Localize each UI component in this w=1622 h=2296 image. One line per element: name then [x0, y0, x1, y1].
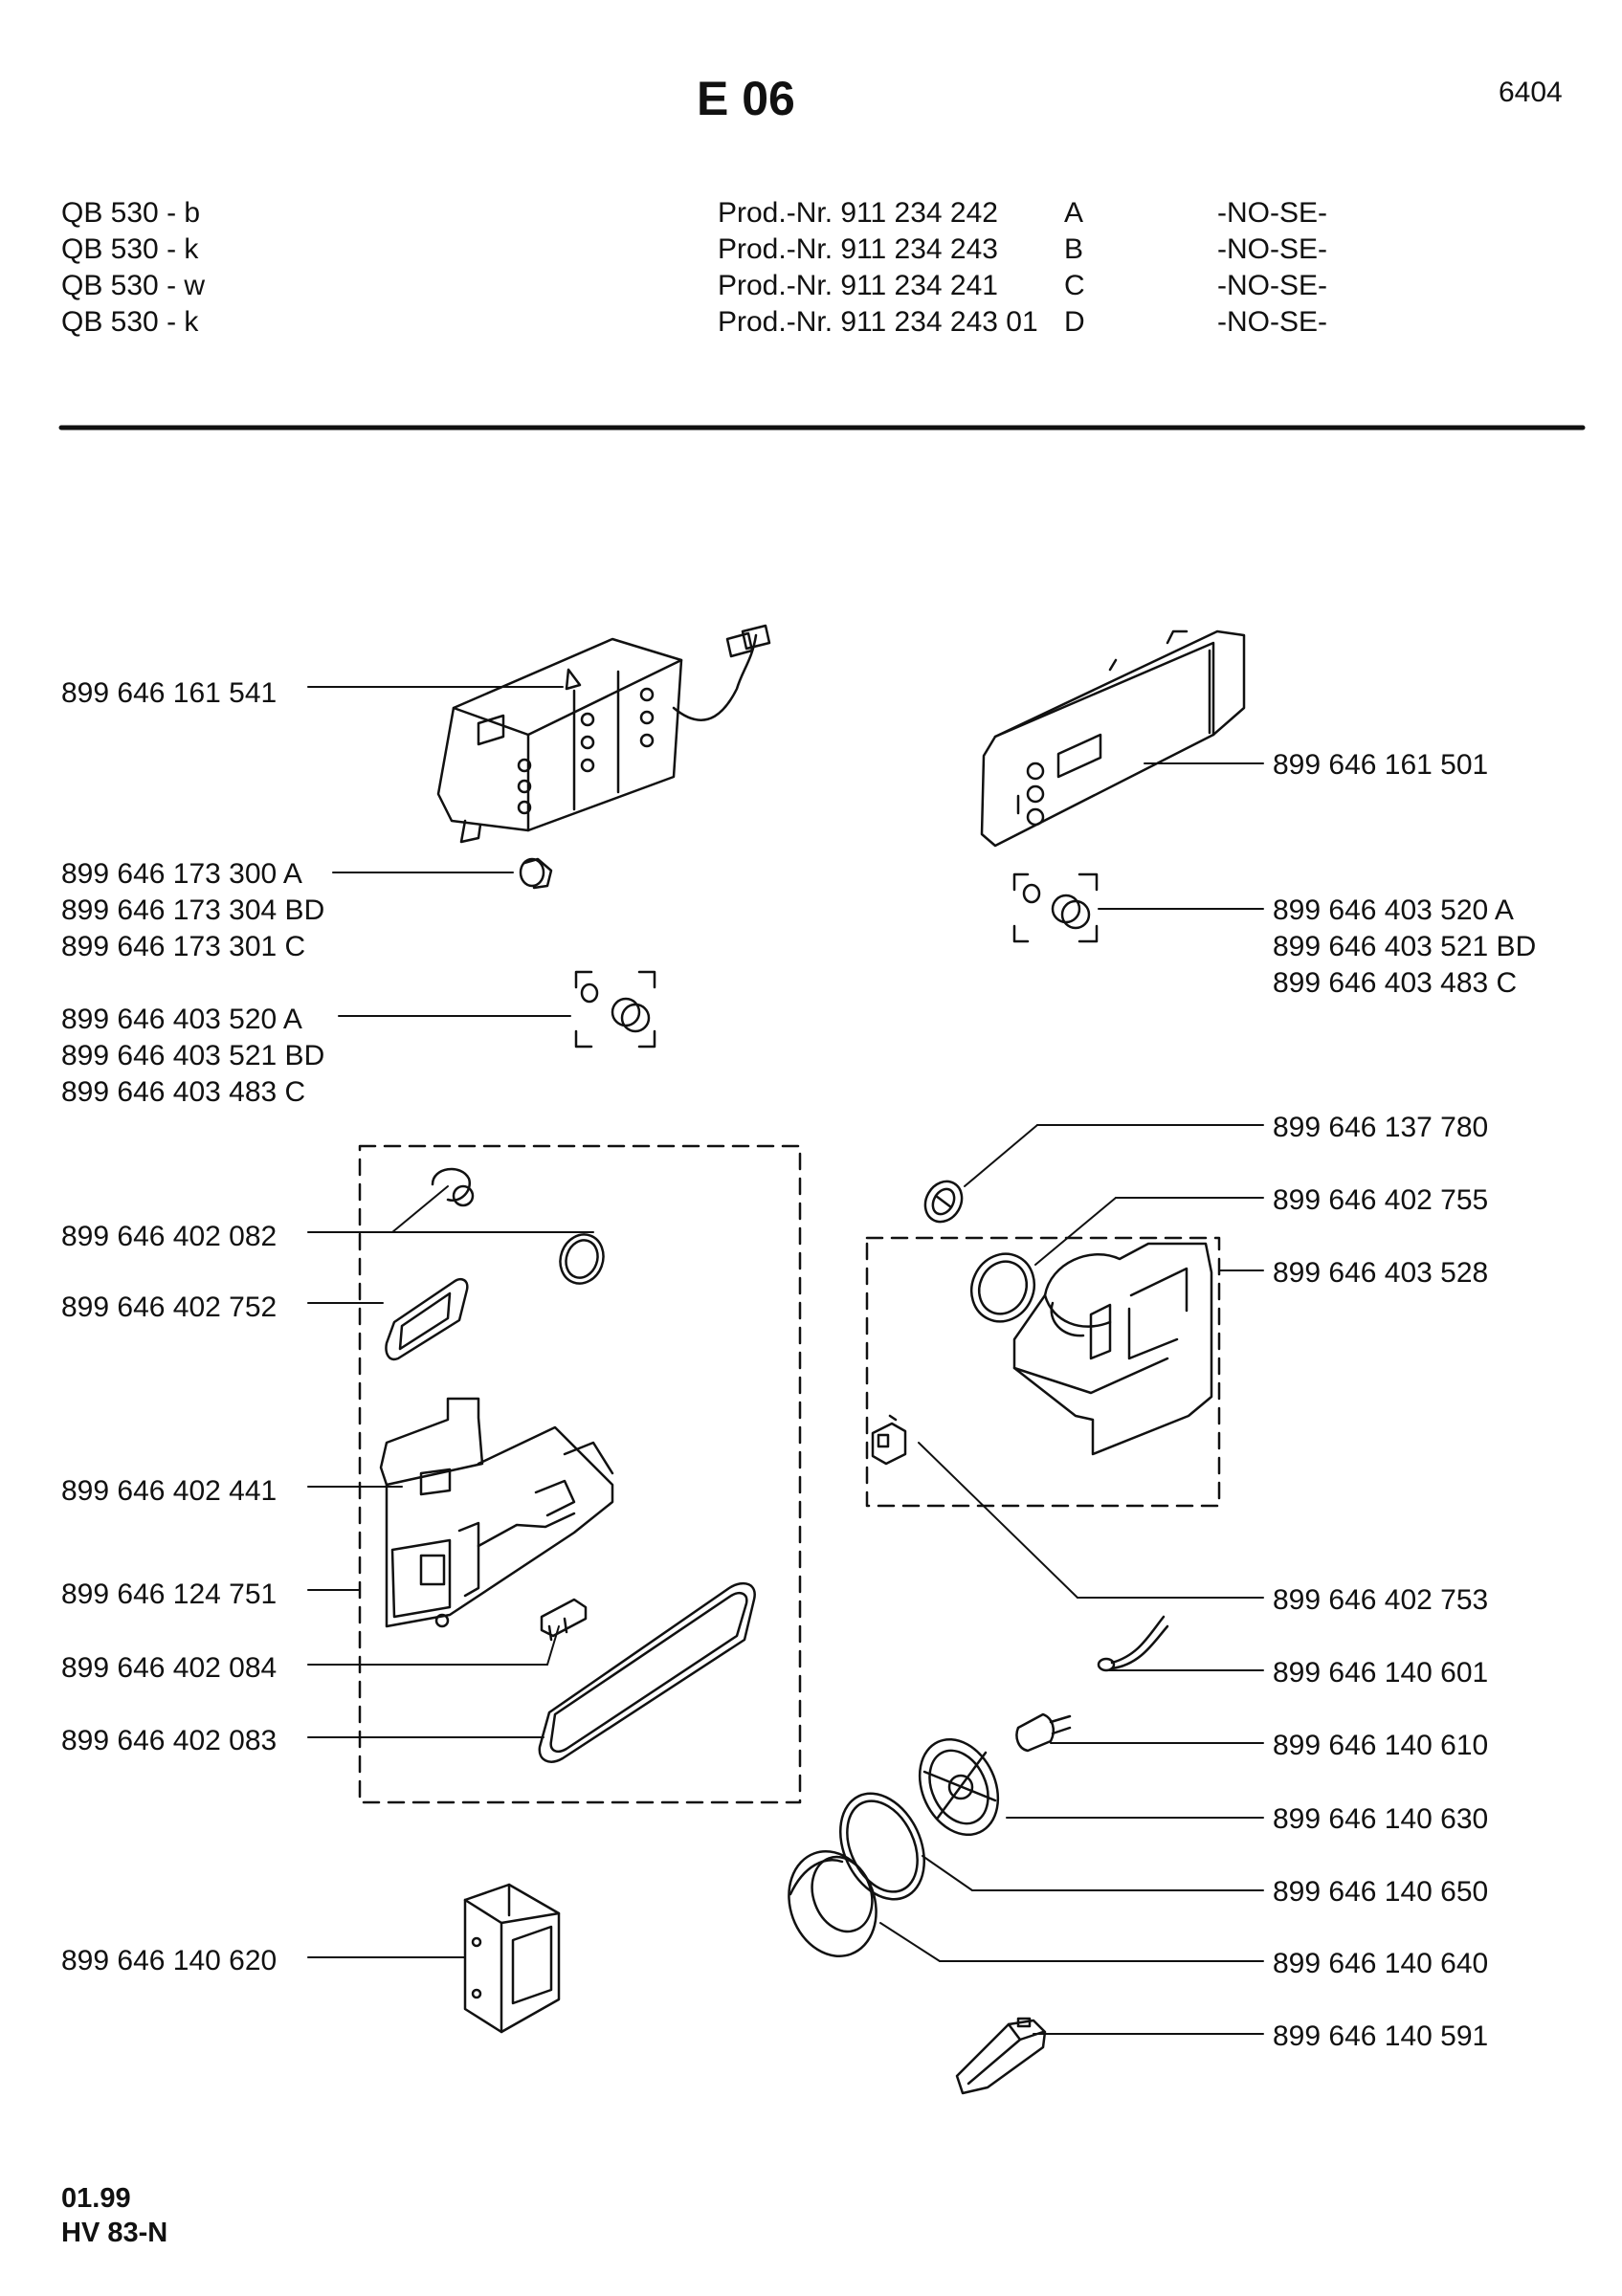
control-module-right — [980, 629, 1246, 848]
part-number-label: 899 646 403 483 C — [1273, 967, 1518, 999]
model-list: QB 530 - b QB 530 - k QB 530 - w QB 530 … — [61, 195, 205, 341]
transformer — [463, 1883, 561, 2034]
gasket-small — [385, 1278, 469, 1361]
part-number-label: 899 646 173 300 A — [61, 858, 302, 890]
prod-number: Prod.-Nr. 911 234 241 — [718, 270, 998, 301]
ring-seal — [838, 1792, 926, 1901]
country-code: -NO-SE- — [1217, 306, 1327, 338]
country-code-list: -NO-SE- -NO-SE- -NO-SE- -NO-SE- — [1217, 195, 1327, 341]
page-number: 6404 — [1499, 77, 1563, 108]
part-number-label: 899 646 402 755 — [1273, 1184, 1489, 1216]
part-number-label: 899 646 173 304 BD — [61, 894, 325, 926]
part-number-label: 899 646 173 301 C — [61, 931, 306, 962]
model-row: QB 530 - k — [61, 233, 199, 265]
part-number-label: 899 646 140 620 — [61, 1945, 278, 1976]
control-module-left — [436, 624, 771, 844]
part-number-label: 899 646 124 751 — [61, 1578, 278, 1610]
dispenser-housing — [1012, 1242, 1213, 1456]
part-number-label: 899 646 403 521 BD — [1273, 931, 1537, 962]
button-pair-left — [574, 970, 656, 1049]
assembly-box-left — [358, 1144, 802, 1804]
part-number-label: 899 646 140 650 — [1273, 1876, 1489, 1908]
part-number-label: 899 646 403 521 BD — [61, 1040, 325, 1071]
part-number-label: 899 646 140 630 — [1273, 1803, 1489, 1835]
leader-lines-right — [879, 762, 1264, 2035]
button-pair-right — [1012, 872, 1099, 943]
variant-letter: C — [1064, 270, 1085, 301]
part-number-label: 899 646 402 441 — [61, 1475, 278, 1507]
knob-small-left — [519, 857, 553, 890]
model-row: QB 530 - k — [61, 306, 199, 338]
model-row: QB 530 - w — [61, 270, 206, 301]
knob-housing — [918, 1737, 1000, 1837]
gasket-large — [538, 1581, 756, 1763]
footer: 01.99 HV 83-N — [61, 2181, 167, 2250]
door-lock-housing — [379, 1397, 614, 1628]
part-number-label: 899 646 161 541 — [61, 677, 278, 709]
variant-letter: A — [1064, 197, 1084, 229]
country-code: -NO-SE- — [1217, 197, 1327, 229]
model-row: QB 530 - b — [61, 197, 201, 229]
hinge-clip — [431, 1167, 475, 1207]
page-title: E 06 — [697, 72, 795, 125]
part-number-label: 899 646 402 753 — [1273, 1584, 1489, 1616]
signal-lamp-wired — [1097, 1615, 1169, 1672]
part-number-label: 899 646 402 082 — [61, 1221, 278, 1252]
footer-date: 01.99 — [61, 2183, 131, 2214]
variant-letter: D — [1064, 306, 1085, 338]
prod-number-list: Prod.-Nr. 911 234 242 Prod.-Nr. 911 234 … — [718, 195, 1038, 341]
country-code: -NO-SE- — [1217, 270, 1327, 301]
prod-number: Prod.-Nr. 911 234 243 01 — [718, 306, 1038, 338]
part-number-label: 899 646 403 528 — [1273, 1257, 1489, 1289]
prod-number: Prod.-Nr. 911 234 243 — [718, 233, 998, 265]
part-number-label: 899 646 403 520 A — [1273, 894, 1514, 926]
variant-letter: B — [1064, 233, 1084, 265]
bulb-socket — [1015, 1712, 1072, 1753]
part-number-label: 899 646 137 780 — [1273, 1112, 1489, 1143]
part-number-label: 899 646 161 501 — [1273, 749, 1489, 781]
part-number-label: 899 646 140 601 — [1273, 1657, 1489, 1689]
part-number-label: 899 646 402 083 — [61, 1725, 278, 1756]
leader-lines-left — [307, 686, 594, 1958]
o-ring-right — [969, 1252, 1036, 1323]
part-number-label: 899 646 140 640 — [1273, 1948, 1489, 1979]
sensor-disk — [923, 1180, 964, 1224]
part-number-label: 899 646 402 752 — [61, 1292, 278, 1323]
o-ring-left — [559, 1233, 605, 1285]
variant-list: A B C D — [1064, 195, 1085, 341]
footer-doc-code: HV 83-N — [61, 2218, 168, 2248]
clip-switch — [955, 2017, 1047, 2095]
part-number-label: 899 646 402 084 — [61, 1652, 278, 1684]
assembly-box-right — [865, 1236, 1221, 1508]
part-number-label: 899 646 403 483 C — [61, 1076, 306, 1108]
part-number-label: 899 646 403 520 A — [61, 1004, 302, 1035]
prod-number: Prod.-Nr. 911 234 242 — [718, 197, 998, 229]
part-number-label: 899 646 140 591 — [1273, 2020, 1489, 2052]
control-knob — [788, 1850, 878, 1957]
micro-switch — [871, 1414, 907, 1466]
part-number-label: 899 646 140 610 — [1273, 1730, 1489, 1761]
latch-small — [540, 1598, 588, 1642]
country-code: -NO-SE- — [1217, 233, 1327, 265]
